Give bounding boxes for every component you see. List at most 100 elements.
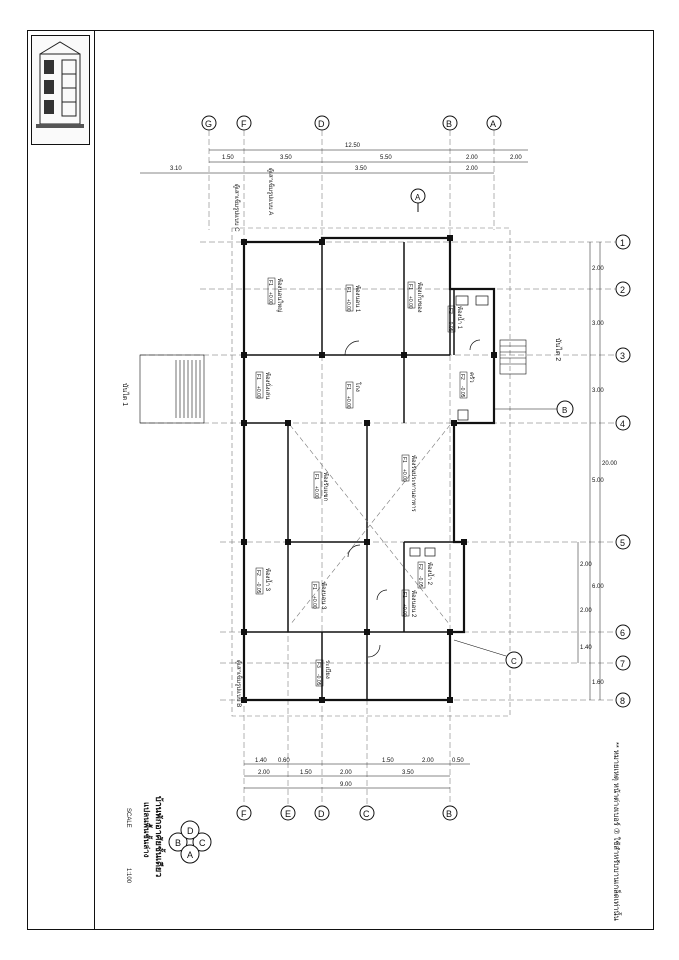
section-marker-a: [410, 188, 426, 212]
section-marker-c: [453, 639, 523, 669]
room-tag: ครัว F2 -0.05: [459, 371, 475, 399]
room-tag-code: F2: [459, 374, 465, 380]
room-tag-code: F1: [407, 284, 413, 290]
dim-text: 3.50: [355, 166, 367, 172]
dim-text: 3.10: [170, 166, 182, 172]
room-level: +0.00: [311, 596, 317, 609]
room-name: โถง: [354, 382, 362, 392]
grid-bubbles-letters-bottom: [236, 805, 458, 821]
dim-text: 6.00: [592, 584, 604, 590]
room-tag-code: F1: [313, 474, 319, 480]
room-tag: ห้องนอน 3 F1 +0.00: [311, 581, 327, 610]
room-tag-code: F1: [345, 287, 351, 293]
grid-label: F: [241, 119, 247, 129]
dim-text: 3.00: [592, 388, 604, 394]
room-name: ห้องนอน 1: [354, 285, 361, 313]
room-tag: ห้องน้ำ 2 F2 -0.05: [417, 561, 436, 589]
section-label: A: [415, 193, 421, 202]
room-tag-code: F3: [315, 662, 321, 668]
grid-label: B: [446, 119, 452, 129]
grid-label: 5: [620, 538, 625, 548]
dim-text: 1.40: [580, 645, 592, 651]
room-level: +0.00: [345, 299, 351, 312]
room-name: ห้องรับประทานอาหาร: [410, 455, 417, 512]
room-tag: ห้องนอน 2 F1 +0.00: [401, 589, 417, 618]
building-elevation-thumbnail: [31, 35, 90, 145]
room-tag-code: F2: [447, 308, 453, 314]
stair-2: [499, 339, 527, 375]
room-tag: ระเบียง F3 -0.05: [315, 659, 332, 687]
grid-label: E: [285, 809, 291, 819]
grid-bubbles-letters-top: [201, 115, 502, 131]
dim-text: 2.00: [466, 155, 478, 161]
dim-text: 3.50: [280, 155, 292, 161]
grid-label: A: [490, 119, 496, 129]
room-level: -0.05: [255, 582, 261, 594]
room-level: +0.00: [401, 469, 407, 482]
key-letter: C: [199, 838, 206, 848]
dim-text: 1.50: [222, 155, 234, 161]
grid-label: C: [363, 809, 370, 819]
dim-text: 2.00: [510, 155, 522, 161]
room-tag-code: F1: [255, 374, 261, 380]
dim-text: 2.00: [580, 608, 592, 614]
grid-label: 7: [620, 659, 625, 669]
section-marker-b: [495, 400, 574, 418]
room-tag-code: F1: [267, 280, 273, 286]
room-name: ห้องน้ำ 2: [426, 562, 436, 586]
room-tag-code: F1: [311, 584, 317, 590]
room-tag-code: F2: [417, 564, 423, 570]
dim-text: 5.50: [380, 155, 392, 161]
room-name: ครัว: [468, 372, 475, 383]
interior-walls: [244, 242, 455, 700]
bottom-dimensions: [244, 763, 470, 789]
room-tag: ห้องน้ำ 3 F2 -0.05: [255, 567, 274, 595]
room-name: ห้องนั่งเล่น: [264, 372, 272, 399]
grid-label: 3: [620, 351, 625, 361]
grid-label: F: [241, 809, 247, 819]
key-letter: D: [187, 826, 194, 836]
room-name: ห้องรับแขก: [322, 472, 329, 501]
dim-text: 0.50: [452, 758, 464, 764]
door-swings: [344, 339, 481, 658]
room-name: ห้องน้ำ 3: [264, 568, 274, 592]
room-level: -0.05: [315, 674, 321, 686]
top-dimensions: [140, 149, 528, 174]
elevation-sketch: [36, 41, 84, 128]
room-tag: ห้องนั่งเล่น F1 +0.00: [255, 371, 272, 399]
section-label: B: [562, 406, 567, 415]
dim-text: 3.50: [402, 770, 414, 776]
dim-text: 20.00: [602, 461, 618, 467]
dim-text: 3.00: [592, 321, 604, 327]
room-tag: ห้องนอนใหญ่ F1 +0.00: [267, 277, 284, 312]
room-name: ห้องนอน 2: [410, 590, 417, 618]
grid-label: 8: [620, 696, 625, 706]
dim-text: 2.00: [466, 166, 478, 172]
grid-label: D: [318, 809, 325, 819]
room-tag: โถง F1 +0.00: [345, 381, 362, 409]
dim-text: 2.00: [580, 562, 592, 568]
room-level: +0.00: [267, 292, 273, 305]
dim-text: 0.60: [278, 758, 290, 764]
stair-1: [139, 354, 205, 424]
dim-text: 12.50: [345, 143, 361, 149]
room-tag-code: F2: [255, 570, 261, 576]
roof-lines: [231, 227, 511, 717]
dim-text: 1.40: [255, 758, 267, 764]
grid-label: D: [318, 119, 325, 129]
grid-label: B: [446, 809, 452, 819]
dim-text: 2.00: [592, 266, 604, 272]
room-tag: ห้องรับประทานอาหาร F1 +0.00: [401, 454, 417, 512]
grid-label: 2: [620, 285, 625, 295]
grid-label: 4: [620, 419, 625, 429]
dim-text: 2.00: [422, 758, 434, 764]
grid-bubbles-numbers: [615, 234, 631, 708]
right-dimensions: [577, 242, 601, 700]
key-plan-symbol: C B D A: [168, 820, 212, 864]
room-name: ห้องนอน 3: [320, 582, 327, 610]
room-level: +0.00: [407, 296, 413, 309]
room-name: ห้องนอนใหญ่: [276, 278, 284, 312]
section-label: C: [511, 657, 517, 666]
